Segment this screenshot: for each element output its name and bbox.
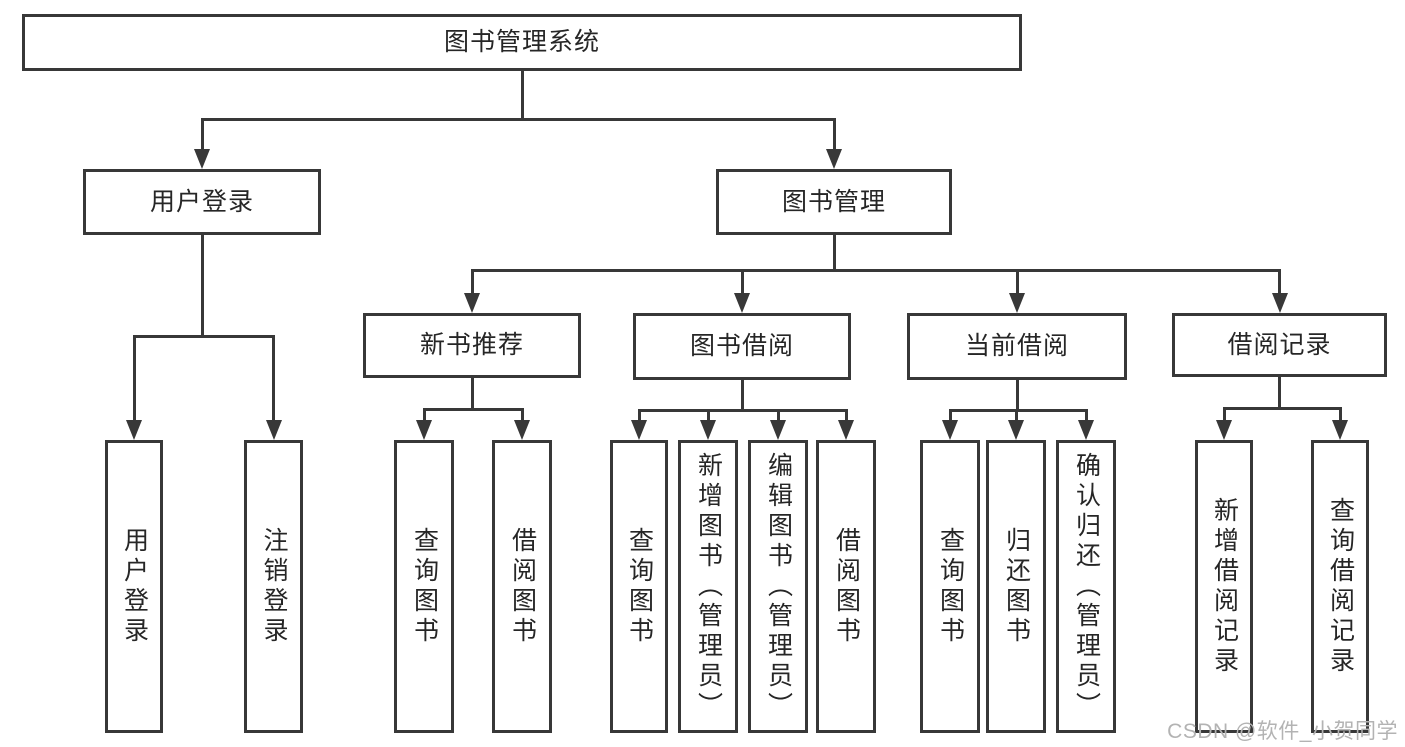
node-leaf-query-books-2: 查询图书: [610, 440, 668, 733]
connector-line: [520, 409, 524, 422]
connector-line: [1222, 406, 1342, 410]
connector-line: [832, 119, 836, 151]
node-leaf-confirm-return: 确认归还（管理员）: [1056, 440, 1116, 733]
node-leaf-query-borrow-record: 查询借阅记录: [1311, 440, 1369, 733]
arrow-down-icon: [1009, 293, 1025, 313]
arrow-down-icon: [416, 420, 432, 440]
arrow-down-icon: [1332, 420, 1348, 440]
node-label: 当前借阅: [964, 332, 1069, 360]
arrow-down-icon: [700, 420, 716, 440]
connector-line: [470, 268, 1281, 272]
connector-line: [1278, 270, 1281, 295]
connector-line: [1278, 377, 1281, 408]
connector-line: [422, 407, 524, 411]
node-label: 确认归还（管理员）: [1072, 451, 1101, 722]
arrow-down-icon: [464, 293, 480, 313]
connector-line: [520, 71, 524, 119]
connector-line: [1338, 408, 1342, 422]
node-leaf-add-borrow-record: 新增借阅记录: [1195, 440, 1253, 733]
node-current-borrowing: 当前借阅: [907, 313, 1127, 380]
connector-line: [637, 410, 641, 422]
arrow-down-icon: [194, 149, 210, 169]
connector-line: [422, 409, 426, 422]
node-label: 借阅图书: [832, 526, 861, 647]
connector-line: [740, 380, 744, 410]
connector-line: [1014, 410, 1018, 422]
node-label: 图书借阅: [689, 332, 794, 360]
arrow-down-icon: [265, 420, 282, 440]
node-leaf-borrow-books-1: 借阅图书: [492, 440, 552, 733]
arrow-down-icon: [514, 420, 530, 440]
connector-line: [470, 378, 474, 409]
node-leaf-user-login: 用户登录: [105, 440, 163, 733]
node-label: 图书管理: [781, 187, 886, 216]
node-leaf-query-books-1: 查询图书: [394, 440, 454, 733]
node-user-login: 用户登录: [83, 169, 321, 235]
node-label: 借阅记录: [1227, 330, 1332, 359]
node-leaf-edit-books: 编辑图书（管理员）: [748, 440, 808, 733]
arrow-down-icon: [770, 420, 786, 440]
node-leaf-add-books: 新增图书（管理员）: [678, 440, 738, 733]
connector-line: [200, 119, 204, 151]
arrow-down-icon: [826, 149, 842, 169]
connector-line: [132, 334, 275, 338]
arrow-down-icon: [1078, 420, 1094, 440]
connector-line: [1015, 270, 1019, 295]
arrow-down-icon: [734, 293, 750, 313]
arrow-down-icon: [942, 420, 958, 440]
connector-line: [832, 235, 836, 270]
connector-line: [200, 235, 204, 336]
node-label: 借阅图书: [508, 526, 537, 647]
node-label: 新书推荐: [419, 331, 524, 359]
connector-line: [132, 336, 136, 422]
connector-line: [272, 336, 275, 422]
arrow-down-icon: [1271, 293, 1288, 313]
connector-line: [948, 408, 1088, 412]
arrow-down-icon: [631, 420, 647, 440]
arrow-down-icon: [838, 420, 854, 440]
connector-line: [844, 410, 848, 422]
node-leaf-logout: 注销登录: [244, 440, 303, 733]
node-new-book-recommend: 新书推荐: [363, 313, 581, 378]
connector-line: [1015, 380, 1019, 410]
node-leaf-borrow-books-2: 借阅图书: [816, 440, 876, 733]
node-label: 查询图书: [936, 526, 965, 647]
node-book-management: 图书管理: [716, 169, 952, 235]
node-label: 图书管理系统: [443, 28, 600, 56]
node-borrowing-records: 借阅记录: [1172, 313, 1387, 377]
node-label: 注销登录: [260, 526, 288, 647]
connector-line: [1222, 408, 1226, 422]
node-label: 查询图书: [410, 526, 439, 647]
watermark: CSDN @软件_小贺同学: [1167, 720, 1398, 743]
node-label: 归还图书: [1002, 526, 1031, 647]
connector-line: [637, 408, 848, 412]
connector-line: [470, 270, 474, 295]
node-label: 新增图书（管理员）: [694, 451, 723, 722]
node-label: 查询借阅记录: [1326, 496, 1355, 677]
node-label: 查询图书: [625, 526, 654, 647]
node-leaf-return-books: 归还图书: [986, 440, 1046, 733]
arrow-down-icon: [1008, 420, 1024, 440]
node-label: 用户登录: [149, 187, 254, 216]
node-book-borrowing: 图书借阅: [633, 313, 851, 380]
connector-line: [1084, 410, 1088, 422]
node-leaf-query-books-3: 查询图书: [920, 440, 980, 733]
node-label: 新增借阅记录: [1210, 496, 1239, 677]
arrow-down-icon: [126, 420, 142, 440]
connector-line: [740, 270, 744, 295]
node-label: 编辑图书（管理员）: [764, 451, 793, 722]
arrow-down-icon: [1216, 420, 1232, 440]
connector-line: [948, 410, 952, 422]
node-root: 图书管理系统: [22, 14, 1022, 71]
connector-line: [776, 410, 780, 422]
connector-line: [200, 117, 836, 121]
connector-line: [706, 410, 710, 422]
node-label: 用户登录: [120, 526, 149, 647]
